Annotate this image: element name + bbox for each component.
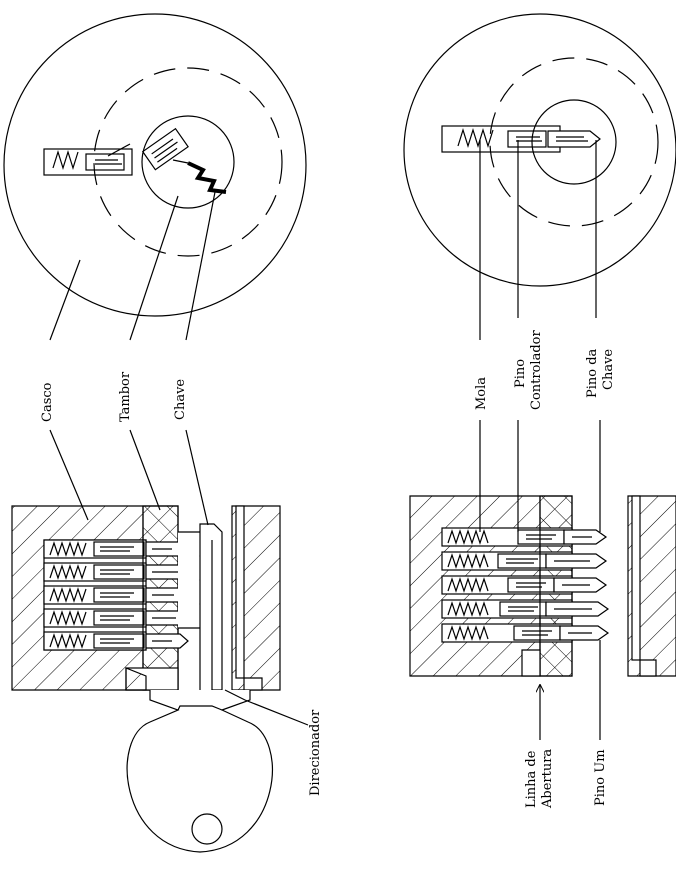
label-linha-de: Linha de [524, 750, 539, 808]
casco-leader [49, 259, 81, 341]
left-driver-pin [85, 153, 125, 171]
right-cross-section [403, 13, 676, 287]
label-direcionador: Direcionador [308, 709, 323, 796]
key-profile [187, 161, 227, 194]
right-long-section [409, 495, 676, 677]
label-casco: Casco [40, 382, 55, 422]
right-casco-circle [403, 13, 676, 287]
label-pino-da-chave-2: Chave [601, 349, 616, 390]
left-pin-housing [43, 148, 133, 176]
right-driver-pin [507, 130, 547, 148]
tambor-dashed-circle [93, 67, 283, 257]
chave-leader [185, 191, 216, 341]
key-bow [126, 690, 273, 853]
left-cross-section [3, 13, 307, 317]
label-chave: Chave [173, 379, 188, 420]
label-pino-controlador-2: Controlador [529, 330, 544, 410]
key-hole [191, 813, 223, 845]
label-mola: Mola [474, 377, 489, 410]
label-pino-um: Pino Um [593, 749, 608, 806]
label-abertura: Abertura [540, 749, 555, 809]
casco-circle [3, 13, 307, 317]
right-key-pin [547, 130, 601, 148]
left-long-section [11, 505, 281, 853]
tambor-leader [129, 195, 179, 341]
left-pin-rows [43, 539, 199, 651]
tambor-circle [141, 115, 235, 209]
label-tambor: Tambor [118, 371, 133, 422]
label-pino-controlador-1: Pino [513, 359, 528, 388]
label-pino-da-chave-1: Pino da [585, 348, 600, 398]
left-key-pin [141, 127, 189, 171]
key-blade [199, 523, 223, 701]
left-spring [52, 149, 79, 171]
direcionador-leader [224, 689, 309, 726]
